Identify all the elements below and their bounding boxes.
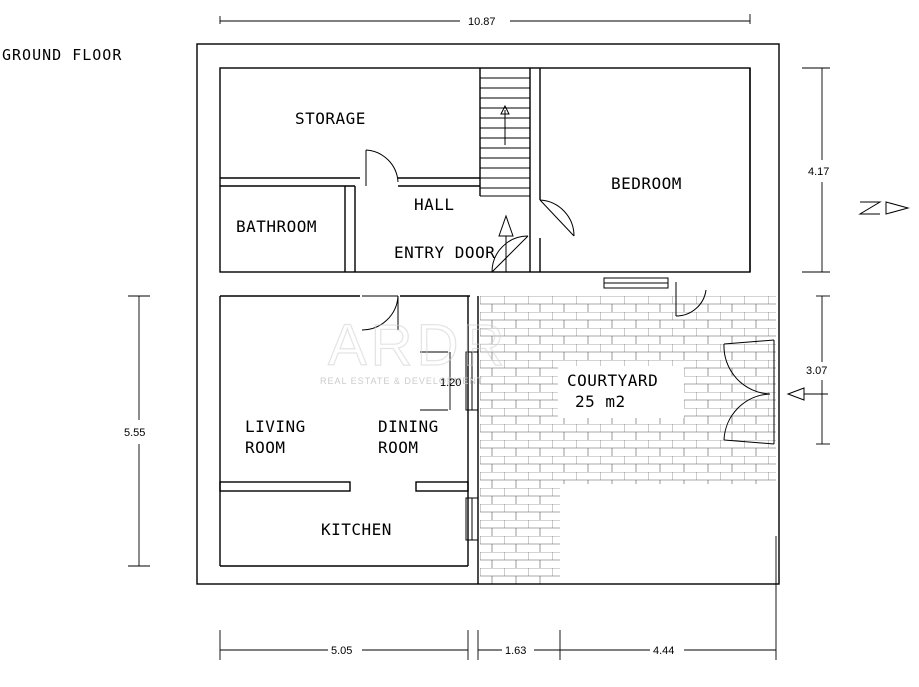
room-label-dining-2: ROOM xyxy=(378,438,419,457)
dim-right-upper: 4.17 xyxy=(808,166,829,178)
north-arrow-icon xyxy=(858,201,910,215)
room-label-courtyard-area: 25 m2 xyxy=(575,392,626,411)
entry-arrow-icon xyxy=(498,214,514,272)
room-label-entry-door: ENTRY DOOR xyxy=(394,243,495,262)
room-label-courtyard: COURTYARD xyxy=(567,371,658,390)
dimension-lines xyxy=(128,14,830,660)
room-label-living-1: LIVING xyxy=(245,417,306,436)
dim-top-width: 10.87 xyxy=(468,16,496,28)
dim-bottom-mid: 1.63 xyxy=(505,645,526,657)
room-label-hall: HALL xyxy=(414,195,455,214)
dim-right-lower: 3.07 xyxy=(806,365,827,377)
dim-left-height: 5.55 xyxy=(124,427,145,439)
room-label-living-2: ROOM xyxy=(245,438,286,457)
dim-bottom-left: 5.05 xyxy=(331,645,352,657)
room-label-bedroom: BEDROOM xyxy=(611,174,682,193)
dim-window-width: 1.20 xyxy=(440,377,461,389)
room-label-kitchen: KITCHEN xyxy=(321,520,392,539)
watermark: ARDR REAL ESTATE & DEVELOPMENT xyxy=(320,312,508,386)
courtyard-paving xyxy=(480,296,776,584)
room-label-bathroom: BATHROOM xyxy=(236,217,317,236)
plan-title: GROUND FLOOR xyxy=(2,46,122,64)
dim-bottom-right: 4.44 xyxy=(653,645,674,657)
room-label-storage: STORAGE xyxy=(295,109,366,128)
room-label-dining-1: DINING xyxy=(378,417,439,436)
watermark-subtext: REAL ESTATE & DEVELOPMENT xyxy=(320,376,483,386)
watermark-logo: ARDR xyxy=(328,313,508,378)
interior-walls xyxy=(219,68,751,584)
courtyard-entry-arrow-icon xyxy=(786,387,828,401)
door-swings xyxy=(361,149,775,445)
